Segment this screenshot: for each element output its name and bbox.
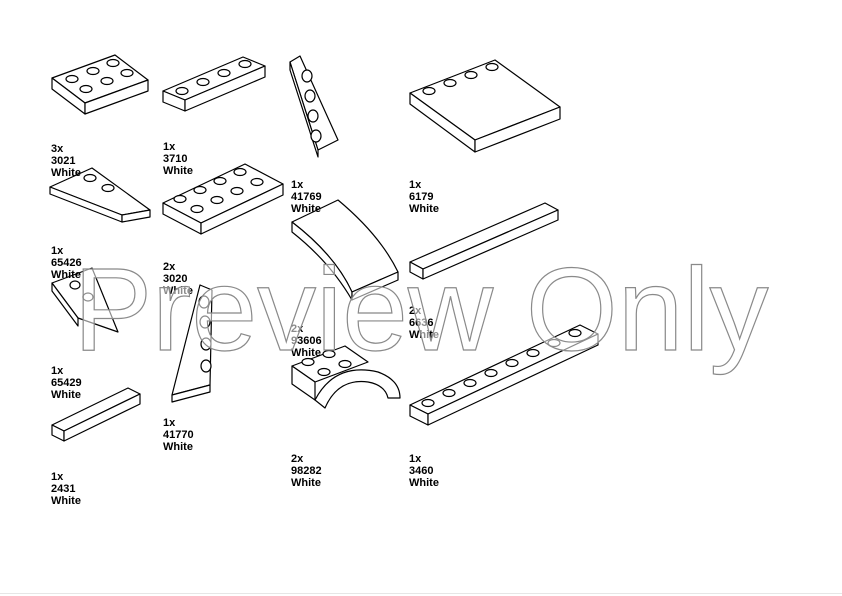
brick-3021-illustration <box>51 54 149 115</box>
brick-41769-illustration <box>289 55 339 158</box>
brick-3460-illustration <box>409 324 599 426</box>
brick-65426-illustration <box>49 167 151 223</box>
page-bottom-edge <box>0 593 842 594</box>
brick-3020-illustration <box>162 163 284 235</box>
brick-6636-illustration <box>409 202 559 280</box>
brick-6179-illustration <box>409 59 561 153</box>
brick-98282-illustration <box>291 345 401 409</box>
brick-93606-illustration <box>291 199 399 301</box>
brick-41770-illustration <box>171 284 213 403</box>
watermark-text: Preview Only <box>73 244 768 376</box>
brick-2431-illustration <box>51 387 141 442</box>
brick-3710-illustration <box>162 56 266 112</box>
brick-65429-illustration <box>51 267 119 333</box>
